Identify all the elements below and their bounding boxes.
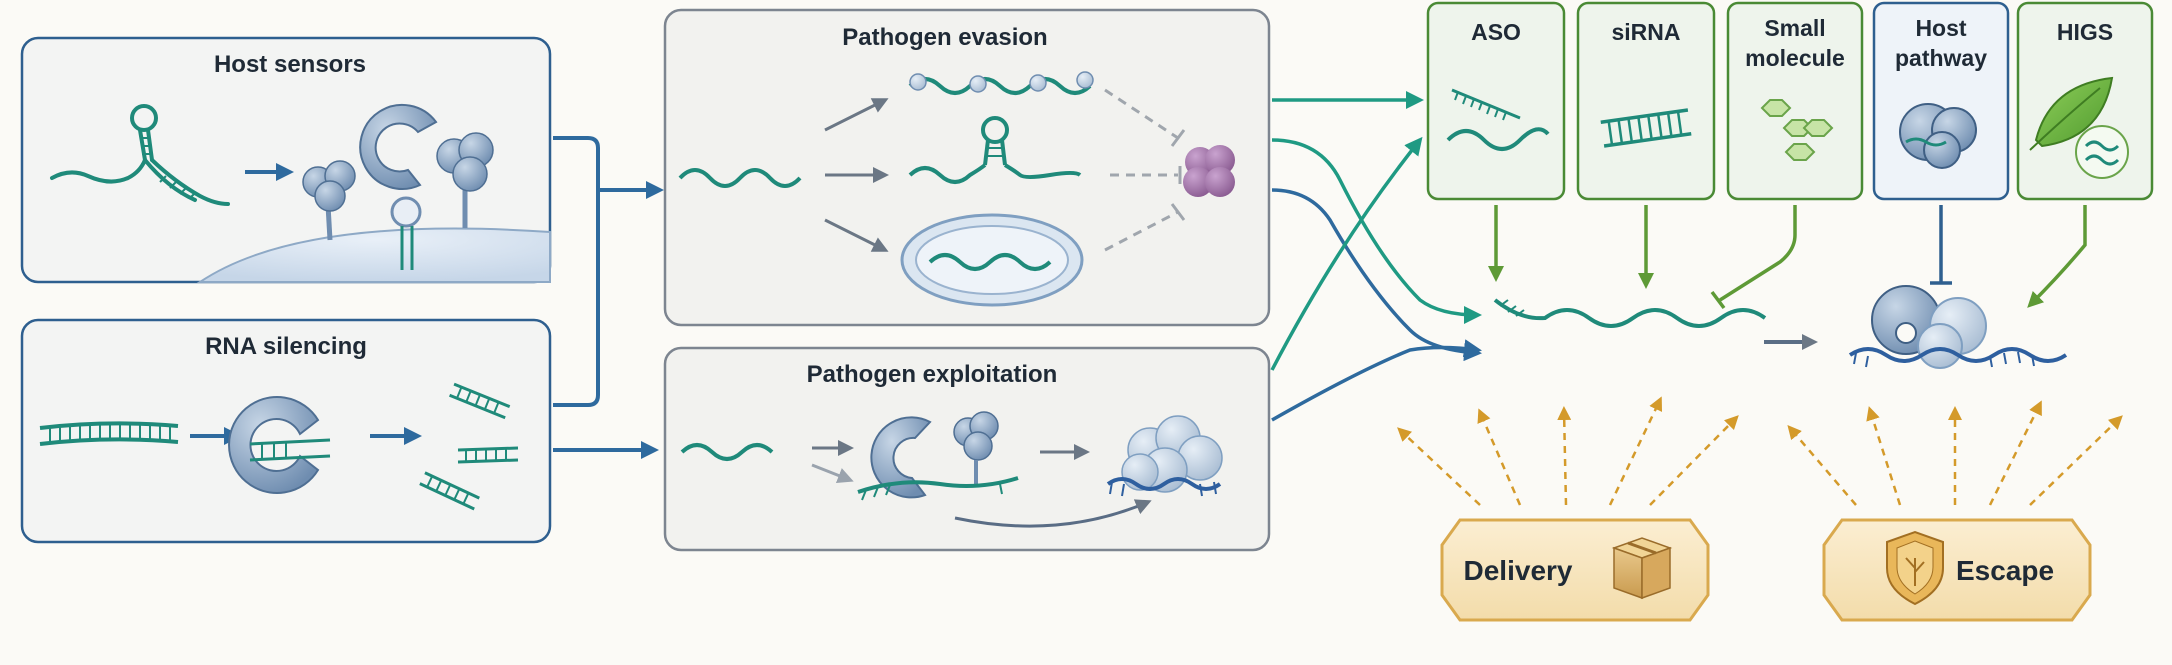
pathogen-evasion-panel: Pathogen evasion — [663, 8, 1271, 327]
aso-label: ASO — [1471, 19, 1521, 45]
higs-label: HIGS — [2057, 19, 2113, 45]
pathogen-exploitation-panel: Pathogen exploitation — [663, 346, 1271, 552]
delivery-challenge: Delivery — [1397, 396, 1739, 622]
sensor-protein-small-icon — [302, 160, 356, 241]
capped-rna-icon — [908, 71, 1094, 95]
small-molecule-label-2: molecule — [1745, 45, 1845, 71]
aso-box: ASO — [1426, 1, 1566, 201]
host-pathway-label-1: Host — [1915, 15, 1966, 41]
viral-rna-icon-2 — [680, 443, 774, 461]
vesicle-rna-icon — [900, 213, 1084, 307]
target-rna-icon — [1493, 298, 1767, 328]
sirna-box: siRNA — [1576, 1, 1716, 201]
sirna-fragments-icon — [419, 382, 519, 511]
sirna-icon — [1600, 108, 1692, 148]
small-molecule-box: Small molecule — [1726, 1, 1864, 201]
dicer-icon — [228, 396, 331, 494]
molecule-icon — [1760, 99, 1834, 161]
blocked-complex-icon — [1848, 285, 2068, 369]
rna-silencing-title: RNA silencing — [205, 333, 367, 360]
host-sensors-title: Host sensors — [214, 51, 366, 78]
escape-challenge: Escape — [1787, 400, 2123, 622]
sensor-protein-cluster-icon — [436, 132, 494, 228]
host-sensor-protein-icon — [1183, 145, 1235, 197]
delivery-label: Delivery — [1464, 555, 1573, 586]
host-sensors-panel: Host sensors — [20, 36, 552, 284]
host-pathway-box: Host pathway — [1872, 1, 2010, 201]
dsrna-icon — [39, 421, 179, 446]
host-protein-icon — [1899, 103, 1977, 169]
host-pathway-label-2: pathway — [1895, 45, 1987, 71]
package-icon — [1611, 537, 1673, 600]
viral-rna-icon — [678, 168, 802, 188]
leaf-icon — [2029, 76, 2129, 179]
center-flow-arrows — [1270, 91, 1482, 422]
sirna-label: siRNA — [1611, 19, 1680, 45]
ribosome-complex-icon — [1106, 415, 1223, 497]
pathogen-exploitation-title: Pathogen exploitation — [807, 361, 1058, 388]
escape-label: Escape — [1956, 555, 2054, 586]
structured-rna-icon — [908, 116, 1082, 184]
inhibition-lines — [1104, 88, 1186, 252]
aso-icon — [1446, 88, 1550, 151]
rna-silencing-panel: RNA silencing — [20, 318, 552, 544]
left-connectors — [553, 136, 664, 459]
therapeutic-arrows — [1488, 205, 2087, 310]
shield-icon — [1886, 530, 1944, 606]
small-molecule-label-1: Small — [1764, 15, 1825, 41]
higs-box: HIGS — [2016, 1, 2154, 201]
pathogen-evasion-title: Pathogen evasion — [842, 24, 1047, 51]
host-factor-binding-icon — [857, 411, 1019, 501]
c-shaped-receptor-icon — [359, 104, 438, 270]
